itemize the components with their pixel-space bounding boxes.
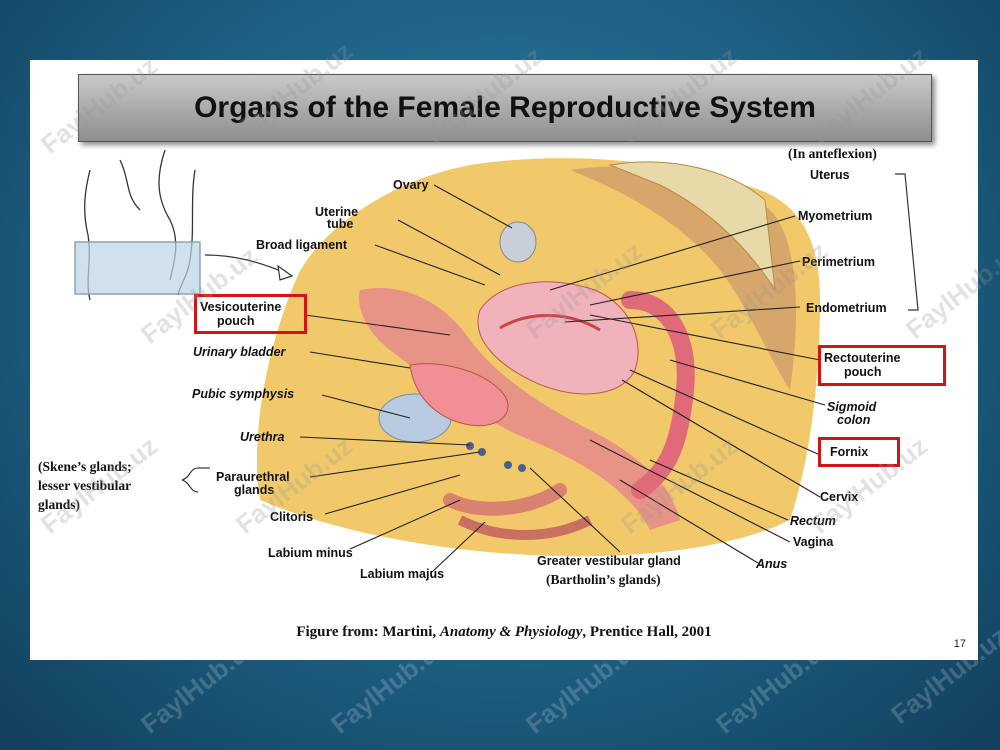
figure-caption: Figure from: Martini, Anatomy & Physiolo… [30, 624, 978, 641]
page-title: Organs of the Female Reproductive System [194, 91, 816, 124]
label-skene-3: glands) [38, 497, 81, 512]
label-endometrium: Endometrium [806, 301, 887, 315]
label-clitoris: Clitoris [270, 510, 314, 524]
label-labium-minus: Labium minus [268, 546, 353, 560]
label-vagina: Vagina [793, 535, 834, 549]
page-number: 17 [953, 638, 966, 650]
label-labium-majus: Labium majus [360, 567, 445, 581]
label-vesicouterine-1: Vesicouterine [200, 300, 282, 314]
fornix-highlight-box [818, 437, 900, 467]
label-uterus: Uterus [810, 168, 850, 182]
label-fornix: Fornix [830, 445, 869, 459]
pointer-arrow [204, 254, 289, 275]
label-cervix: Cervix [820, 490, 859, 504]
body-silhouette [74, 149, 201, 301]
label-paraurethral-2: glands [234, 483, 275, 497]
label-ovary: Ovary [393, 178, 429, 192]
label-perimetrium: Perimetrium [802, 255, 875, 269]
label-greater-vestibular: Greater vestibular gland [537, 554, 681, 568]
label-broad-ligament: Broad ligament [256, 238, 347, 252]
label-sigmoid-1: Sigmoid [827, 400, 877, 414]
label-pubic-symphysis: Pubic symphysis [192, 387, 295, 401]
rectouterine-highlight-box [818, 345, 946, 386]
label-anteflexion: (In anteflexion) [788, 146, 877, 161]
label-rectouterine-2: pouch [844, 365, 882, 379]
label-urethra: Urethra [240, 430, 285, 444]
caption-italic: Anatomy & Physiology [439, 624, 583, 640]
label-rectouterine-1: Rectouterine [824, 351, 901, 365]
anatomy-diagram [74, 149, 919, 573]
label-skene-1: (Skene’s glands; [38, 459, 132, 474]
label-sigmoid-2: colon [837, 413, 871, 427]
label-uterine-tube-2: tube [327, 217, 354, 231]
label-uterine-tube-1: Uterine [315, 205, 359, 219]
caption-prefix: Figure from: Martini, [296, 624, 440, 640]
caption-suffix: , Prentice Hall, 2001 [582, 624, 712, 640]
label-vesicouterine-2: pouch [217, 314, 255, 328]
pelvic-cross-section [256, 158, 820, 557]
label-bartholin: (Bartholin’s glands) [546, 572, 661, 587]
label-myometrium: Myometrium [798, 209, 873, 223]
label-rectum: Rectum [790, 514, 836, 528]
label-skene-2: lesser vestibular [38, 478, 132, 493]
leader-lines [181, 184, 826, 573]
label-anus: Anus [756, 557, 788, 571]
vesicouterine-highlight-box [194, 294, 307, 334]
label-urinary-bladder: Urinary bladder [193, 345, 286, 359]
slide: Organs of the Female Reproductive System [30, 60, 978, 660]
title-bar: Organs of the Female Reproductive System [78, 74, 932, 142]
label-paraurethral-1: Paraurethral [216, 470, 290, 484]
uterus-bracket [895, 173, 919, 311]
